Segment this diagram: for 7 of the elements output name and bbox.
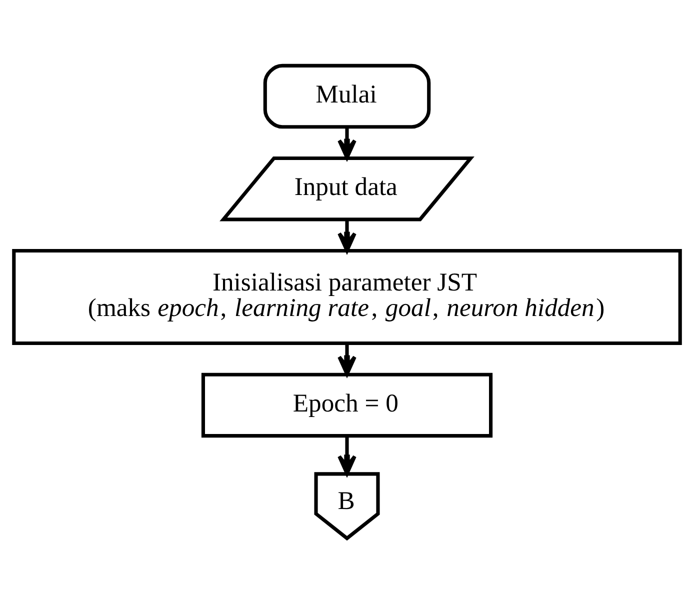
node-box: Epoch = 0 [201,372,493,438]
arrow [338,219,356,252]
node-box: Mulai [263,63,431,128]
node-box: Inisialisasi parameter JST (maks epoch, learning rate, goal, neuron hidden) [12,248,682,345]
arrow [338,436,356,475]
arrow [338,343,356,376]
arrow [338,126,356,159]
